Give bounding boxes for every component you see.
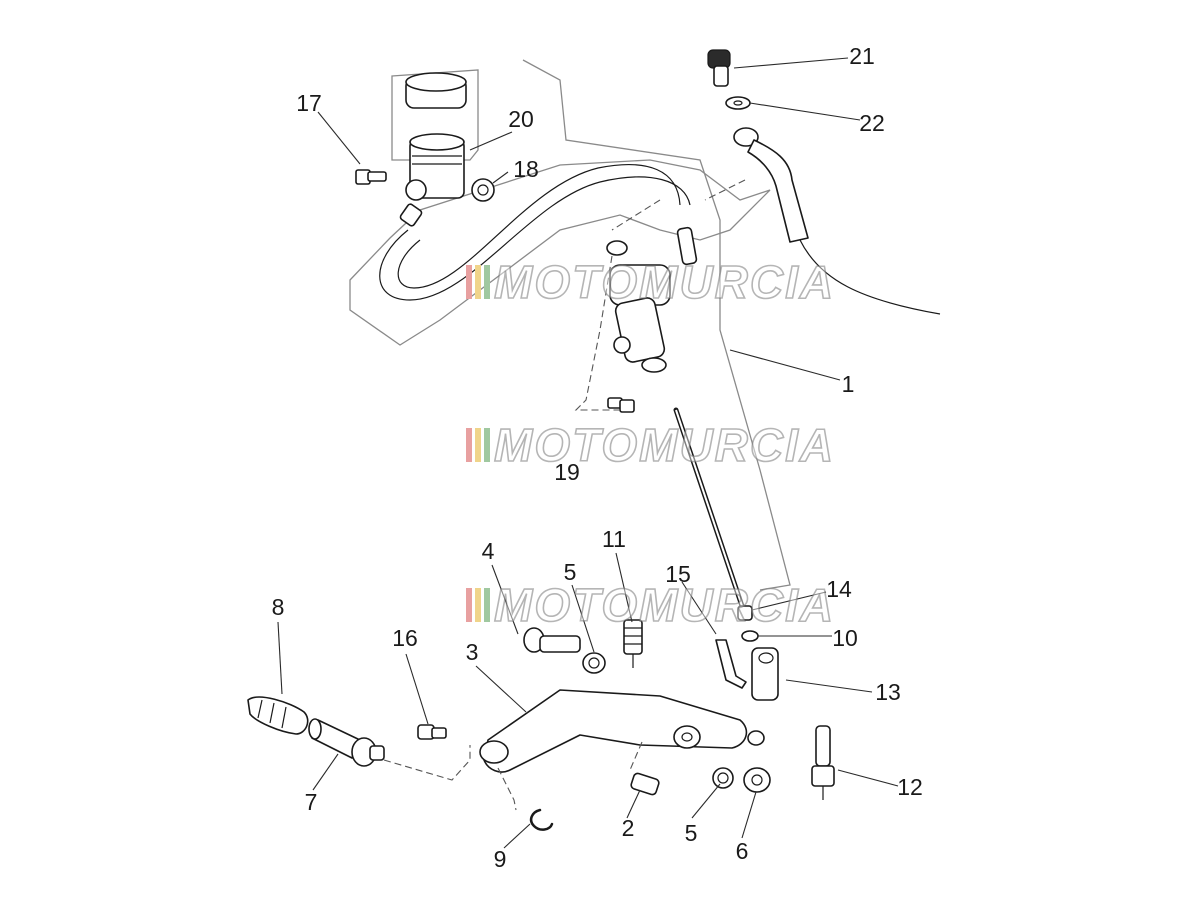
watermark-stripe-red	[466, 265, 472, 299]
rubber-8	[247, 696, 309, 735]
brake-lever	[479, 689, 748, 773]
callout-13: 13	[875, 679, 901, 705]
switch-12	[811, 725, 835, 800]
leader-lines	[277, 57, 899, 849]
callout-6: 6	[736, 838, 749, 864]
clip-15	[715, 639, 747, 689]
callout-15: 15	[665, 561, 691, 587]
callout-3: 3	[466, 639, 479, 665]
watermark-stripe-green	[484, 588, 490, 622]
callout-12: 12	[897, 774, 923, 800]
callout-9: 9	[494, 846, 507, 872]
washer-22	[725, 96, 751, 110]
master-cylinder	[609, 226, 698, 373]
watermark-top: MOTOMURCIA	[466, 255, 835, 309]
watermark-text: MOTOMURCIA	[494, 579, 835, 631]
reservoir	[399, 72, 467, 227]
callout-20: 20	[508, 106, 534, 132]
nut-14	[737, 605, 753, 621]
watermark-text: MOTOMURCIA	[494, 256, 835, 308]
watermark-stripe-red	[466, 588, 472, 622]
watermark-bottom: MOTOMURCIA	[466, 578, 835, 632]
master-cylinder-group-outline	[522, 59, 791, 591]
hose-group-outline	[349, 159, 771, 346]
watermark-stripe-yellow	[475, 265, 481, 299]
spring-11	[623, 619, 643, 668]
callout-2: 2	[622, 815, 635, 841]
watermark-middle: MOTOMURCIA	[466, 418, 835, 472]
washer-top	[606, 240, 628, 256]
washer-6	[743, 767, 771, 793]
circlip-9	[529, 808, 554, 831]
callout-10: 10	[832, 625, 858, 651]
callout-1: 1	[842, 371, 855, 397]
watermark-stripe-yellow	[475, 588, 481, 622]
watermark-stripe-green	[484, 265, 490, 299]
clevis-13	[751, 647, 779, 701]
callout-11: 11	[602, 526, 626, 552]
washer-5-upper	[582, 652, 606, 674]
bolt-16	[417, 724, 447, 740]
footpeg-7	[308, 718, 385, 767]
nut-18	[471, 178, 495, 202]
callout-18: 18	[513, 156, 539, 182]
bolt-19	[607, 397, 635, 413]
banjo-fitting	[733, 127, 809, 243]
callout-5-upper: 5	[564, 559, 577, 585]
callout-16: 16	[392, 625, 418, 651]
callout-8: 8	[272, 594, 285, 620]
callouts: 1 2 3 4 5 5 6 7 8 9 10 11 12 13 14 15 16…	[272, 43, 923, 872]
pin-2	[630, 772, 660, 796]
bleed-screw-21	[707, 49, 731, 87]
washer-5-lower	[712, 767, 734, 789]
callout-22: 22	[859, 110, 885, 136]
callout-7: 7	[305, 789, 318, 815]
watermark-text: MOTOMURCIA	[494, 419, 835, 471]
reservoir-group-outline	[391, 69, 479, 161]
callout-21: 21	[849, 43, 875, 69]
watermark-stripe-green	[484, 428, 490, 462]
reservoir-hose	[379, 176, 691, 301]
watermark-stripe-yellow	[475, 428, 481, 462]
nut-lever-end	[747, 730, 765, 746]
callout-4: 4	[482, 538, 495, 564]
bolt-17	[355, 169, 387, 185]
o-ring-10	[741, 630, 759, 642]
callout-17: 17	[296, 90, 322, 116]
callout-19: 19	[554, 459, 580, 485]
watermark-stripe-red	[466, 428, 472, 462]
callout-14: 14	[826, 576, 852, 602]
callout-5-lower: 5	[685, 820, 698, 846]
brake-line	[799, 239, 941, 315]
pivot-pin-4	[523, 627, 581, 653]
